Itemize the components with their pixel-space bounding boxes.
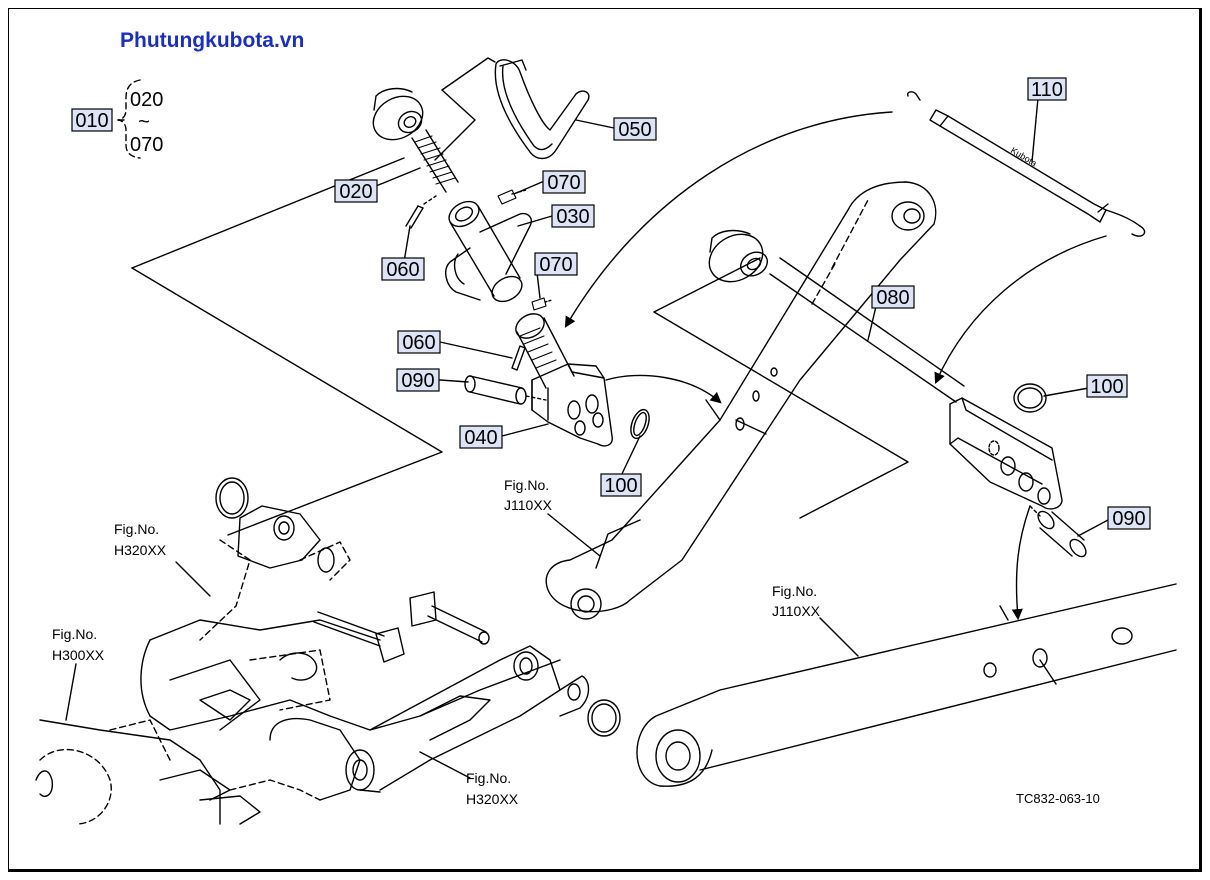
callout-060-upper-text: 060: [386, 259, 419, 281]
callout-060-upper[interactable]: 060: [381, 257, 425, 281]
callout-100-left[interactable]: 100: [600, 473, 642, 497]
callout-100-left-text: 100: [604, 475, 637, 497]
figref-h320-lower-label: Fig.No.: [466, 770, 511, 786]
group-range-mark: ~: [138, 111, 150, 133]
callout-060-lower-text: 060: [402, 332, 435, 354]
callout-080[interactable]: 080: [871, 285, 915, 309]
figref-j110-upper-label: Fig.No.: [504, 477, 549, 493]
callout-leaders: [375, 97, 1109, 537]
figref-leaders: [65, 513, 859, 779]
group-note-labels: 010 020 ~ 070: [71, 89, 163, 156]
pin-090-left: [464, 375, 547, 405]
callout-labels: 110 050 020 070 030 060 070 080: [334, 77, 1151, 530]
group-from-label: 020: [130, 89, 163, 111]
clevis-040: [515, 313, 613, 447]
callout-040[interactable]: 040: [459, 425, 503, 449]
link-110: [906, 91, 1146, 237]
lower-link-right: [636, 583, 1177, 787]
watermark-text: Phutungkubota.vn: [120, 29, 305, 52]
callout-110-text: 110: [1031, 79, 1063, 101]
figref-j110-lower[interactable]: Fig.No. J110XX: [772, 583, 821, 619]
figref-j110-upper-code: J110XX: [504, 497, 553, 513]
pin-060-upper: [405, 195, 437, 229]
circlip-100-right: [1013, 383, 1047, 413]
callout-020-text: 020: [339, 181, 372, 203]
figref-j110-lower-label: Fig.No.: [772, 583, 817, 599]
link-stamp-text: Kubota: [1009, 145, 1039, 168]
callout-090-right-text: 090: [1112, 508, 1145, 530]
callout-100-right-text: 100: [1090, 376, 1123, 398]
axle-housing: [35, 477, 621, 825]
circlip-100-left: [630, 408, 650, 440]
callout-070-lower[interactable]: 070: [534, 252, 578, 276]
drawing-frame: [8, 8, 1202, 872]
callout-080-text: 080: [876, 287, 909, 309]
figref-h320-upper[interactable]: Fig.No. H320XX: [114, 521, 167, 558]
fig-references: Fig.No. J110XX Fig.No. J110XX Fig.No. H3…: [52, 477, 821, 807]
figref-h320-lower[interactable]: Fig.No. H320XX: [466, 770, 519, 807]
group-main-label: 010: [75, 110, 108, 132]
handle-050: [494, 59, 590, 160]
lift-rod-080: [708, 229, 1063, 510]
figref-h320-upper-label: Fig.No.: [114, 521, 159, 537]
callout-050[interactable]: 050: [613, 117, 657, 141]
drawing-code: TC832-063-10: [1016, 791, 1100, 806]
callout-090-left[interactable]: 090: [396, 368, 440, 392]
callout-030-text: 030: [556, 206, 589, 228]
turnbuckle-030: [445, 189, 553, 311]
figref-h320-lower-code: H320XX: [466, 791, 519, 807]
callout-100-right[interactable]: 100: [1086, 374, 1128, 398]
figref-j110-lower-code: J110XX: [772, 603, 821, 619]
group-note: [117, 79, 141, 159]
leader-lines: [131, 57, 909, 536]
lower-link-left: [545, 181, 937, 620]
callout-090-left-text: 090: [401, 370, 434, 392]
figref-h320-upper-code: H320XX: [114, 542, 167, 558]
figref-h300-code: H300XX: [52, 647, 105, 663]
callout-030[interactable]: 030: [551, 204, 595, 228]
callout-070-lower-text: 070: [539, 254, 572, 276]
figref-j110-upper[interactable]: Fig.No. J110XX: [504, 477, 553, 513]
pin-090-right: [1029, 505, 1087, 558]
callout-090-right[interactable]: 090: [1107, 506, 1151, 530]
callout-020[interactable]: 020: [334, 179, 378, 203]
callout-110[interactable]: 110: [1027, 77, 1067, 101]
figref-h300-label: Fig.No.: [52, 626, 97, 642]
assembly-arrows: [564, 111, 1107, 621]
callout-040-text: 040: [464, 427, 497, 449]
pin-060-lower: [511, 345, 526, 371]
callout-050-text: 050: [618, 119, 651, 141]
callout-070-upper-text: 070: [547, 172, 580, 194]
group-to-label: 070: [130, 134, 163, 156]
callout-070-upper[interactable]: 070: [542, 170, 586, 194]
callout-060-lower[interactable]: 060: [397, 330, 441, 354]
figref-h300[interactable]: Fig.No. H300XX: [52, 626, 105, 663]
rod-end-020: [372, 87, 459, 193]
